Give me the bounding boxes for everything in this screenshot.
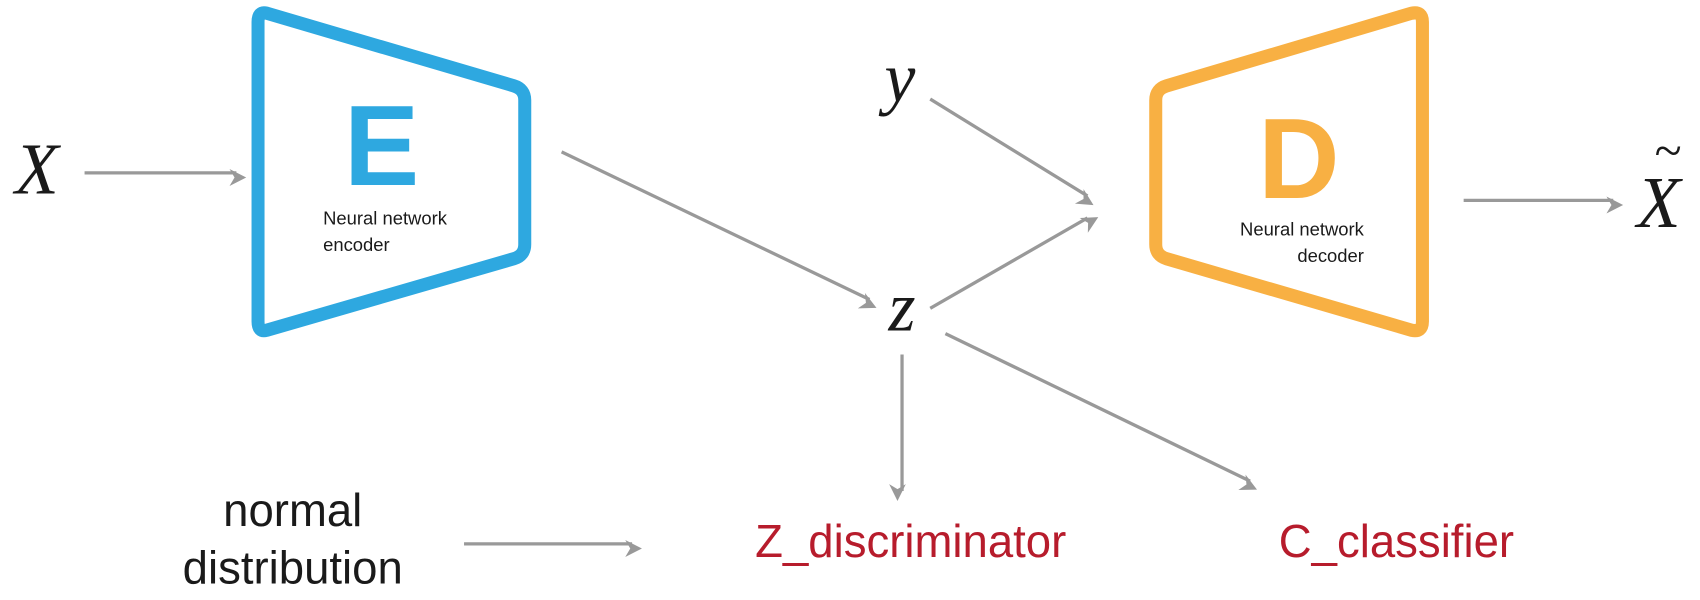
prior-label-line1: normal: [223, 484, 362, 536]
prior-label-line2: distribution: [183, 541, 403, 593]
decoder-label-line2: decoder: [1297, 245, 1364, 266]
c-classifier-label: C_classifier: [1279, 515, 1514, 567]
z-discriminator-label: Z_discriminator: [755, 515, 1066, 567]
decoder-trapezoid: [1149, 6, 1429, 338]
output-tilde: ~: [1654, 122, 1681, 178]
decoder-letter: D: [1258, 95, 1339, 223]
arrow-z-to-decoder: [929, 216, 1099, 310]
latent-z-label: z: [888, 269, 916, 347]
encoder-letter: E: [344, 82, 419, 210]
decoder-label-line1: Neural network: [1240, 218, 1365, 239]
encoder-trapezoid: [251, 6, 532, 338]
encoder-block: E Neural network encoder: [251, 6, 532, 338]
arrow-z-to-classifier: [944, 332, 1258, 490]
encoder-label-line2: encoder: [323, 234, 390, 255]
condition-y-label: y: [879, 40, 917, 118]
decoder-block: D Neural network decoder: [1149, 6, 1429, 338]
arrow-encoder-to-z: [560, 150, 877, 309]
output-x-label: X: [1634, 162, 1684, 243]
arrow-y-to-decoder: [929, 97, 1094, 206]
input-x-label: X: [12, 129, 62, 210]
encoder-label-line1: Neural network: [323, 207, 448, 228]
